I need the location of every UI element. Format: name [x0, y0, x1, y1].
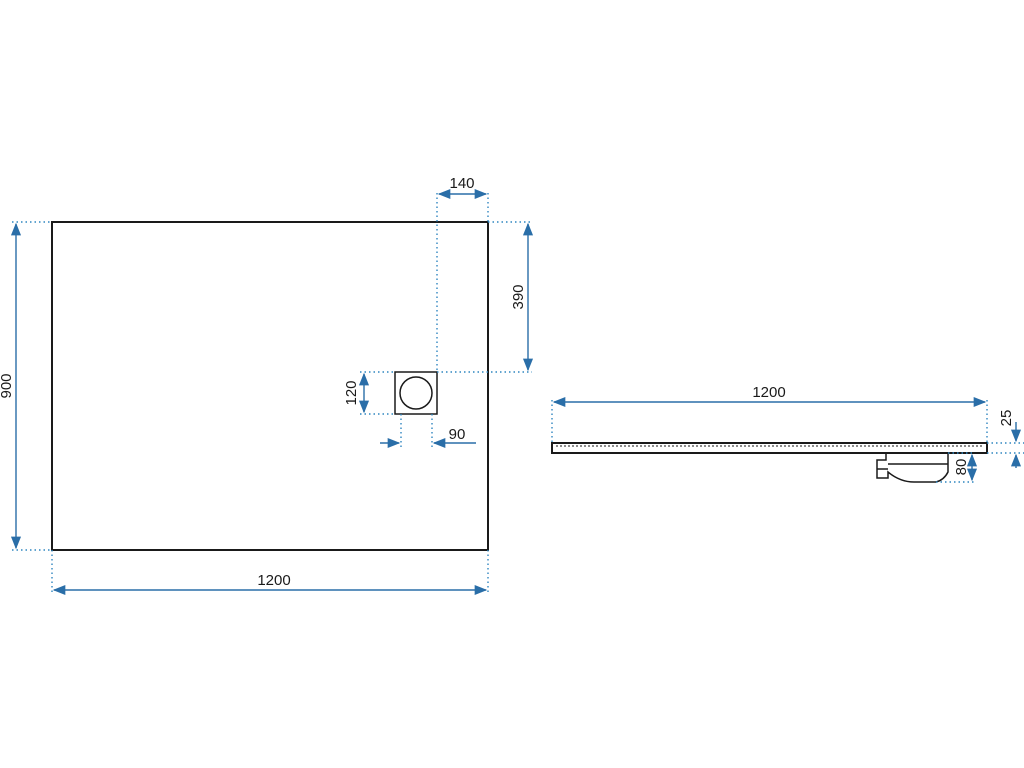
label-thickness: 25 [998, 410, 1015, 427]
label-side-length: 1200 [752, 384, 785, 401]
side-view: 1200 25 80 [551, 384, 1024, 483]
plan-view: 1200 900 140 390 120 90 [0, 175, 534, 596]
drain-square [394, 371, 438, 415]
label-plan-width: 1200 [257, 572, 290, 589]
label-plan-depth: 900 [0, 373, 15, 398]
side-guide-lines [551, 400, 1024, 483]
tray-side-profile [551, 442, 988, 454]
label-drain-offset-y: 390 [510, 284, 527, 309]
label-drain-hole: 90 [449, 426, 466, 443]
label-drain-height: 80 [953, 459, 970, 476]
plan-guide-lines [12, 193, 532, 594]
label-drain-size: 120 [343, 380, 360, 405]
drain-trap [876, 453, 949, 483]
drain-hole [399, 376, 433, 410]
tray-outline [51, 221, 489, 551]
label-drain-offset-x: 140 [449, 175, 474, 192]
